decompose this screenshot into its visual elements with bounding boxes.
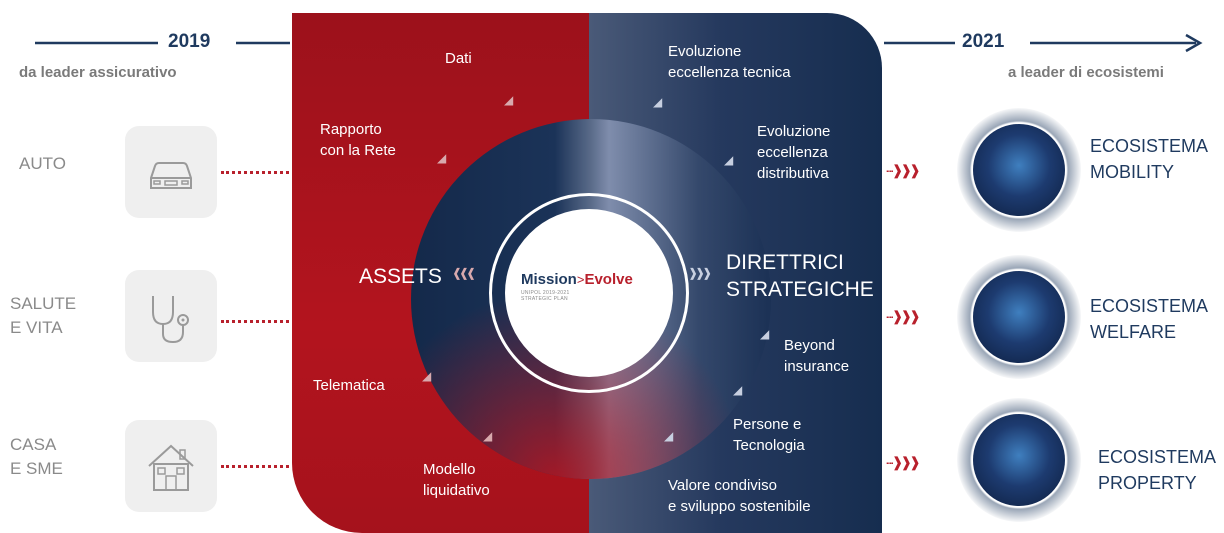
car-icon (150, 162, 192, 189)
end-tagline: a leader di ecosistemi (1008, 64, 1164, 81)
mobility-icon (973, 124, 1065, 216)
direttrici-arrow-icon: ❱❱❱ (688, 266, 712, 280)
category-casa-connector (221, 465, 289, 468)
timeline-arrow-head (1185, 33, 1203, 53)
inner-ring-outline (489, 193, 689, 393)
strategy-panel: Mission>Evolve UNIPOL 2019-2021 STRATEGI… (292, 13, 882, 533)
category-casa: CASA E SME (10, 435, 63, 478)
mobility-connector-icon: ····❱❱❱ (885, 162, 921, 178)
direttrice-beyond-arrow-icon: ◢ (760, 327, 770, 341)
category-salute-icon-box (125, 270, 217, 362)
category-auto: AUTO (19, 154, 66, 173)
direttrice-tecnica-arrow-icon: ◢ (653, 95, 663, 109)
category-casa-icon-box (125, 420, 217, 512)
timeline (35, 33, 1203, 53)
ecosystem-property: ECOSISTEMA PROPERTY (1098, 447, 1217, 493)
asset-rapporto-arrow-icon: ◢ (437, 151, 447, 165)
direttrice-valore-condiviso: Valore condiviso e sviluppo sostenibile (668, 477, 811, 515)
assets-arrow-icon: ❰❰❰ (452, 266, 476, 280)
welfare-connector-icon: ····❱❱❱ (885, 308, 921, 324)
category-salute-connector (221, 320, 289, 323)
logo-evolve: Evolve (584, 271, 633, 288)
ecosystem-welfare: ECOSISTEMA WELFARE (1090, 296, 1209, 342)
logo-subtitle: UNIPOL 2019-2021 (521, 290, 570, 296)
dna-icon (973, 271, 1065, 363)
asset-modello-liquidativo: Modello liquidativo (423, 461, 490, 499)
house-icon (148, 444, 194, 491)
category-auto-icon-box (125, 126, 217, 218)
year-end: 2021 (962, 31, 1005, 52)
logo-disc: Mission>Evolve UNIPOL 2019-2021 STRATEGI… (505, 209, 673, 377)
direttrice-distributiva-arrow-icon: ◢ (724, 153, 734, 167)
direttrice-persone-tecnologia: Persone e Tecnologia (733, 416, 805, 454)
asset-modello-arrow-icon: ◢ (483, 429, 493, 443)
mission-evolve-logo: Mission>Evolve UNIPOL 2019-2021 STRATEGI… (521, 271, 661, 302)
category-auto-connector (221, 171, 289, 174)
logo-arrow-icon: > (576, 272, 585, 287)
building-icon (973, 414, 1065, 506)
direttrice-eccellenza-distributiva: Evoluzione eccellenza distributiva (757, 123, 831, 182)
property-connector-icon: ····❱❱❱ (885, 454, 921, 470)
direttrice-persone-arrow-icon: ◢ (733, 383, 743, 397)
category-salute: SALUTE E VITA (10, 294, 77, 337)
start-tagline: da leader assicurativo (19, 64, 177, 81)
direttrice-beyond-insurance: Beyond insurance (784, 337, 850, 375)
year-start: 2019 (168, 31, 211, 52)
asset-telematica: Telematica (313, 377, 385, 394)
assets-title: ASSETS (359, 265, 442, 288)
stethoscope-icon (152, 296, 189, 344)
ecosystem-mobility: ECOSISTEMA MOBILITY (1090, 136, 1209, 182)
asset-telematica-arrow-icon: ◢ (422, 369, 432, 383)
direttrice-valore-arrow-icon: ◢ (664, 429, 674, 443)
logo-mission: Mission (521, 271, 577, 288)
direttrici-title: DIRETTRICI STRATEGICHE (726, 251, 874, 301)
asset-rapporto-rete: Rapporto con la Rete (320, 121, 396, 159)
logo-subtitle-2: STRATEGIC PLAN (521, 296, 568, 302)
asset-dati-arrow-icon: ◢ (504, 93, 514, 107)
direttrice-eccellenza-tecnica: Evoluzione eccellenza tecnica (668, 43, 791, 81)
asset-dati: Dati (445, 50, 472, 67)
